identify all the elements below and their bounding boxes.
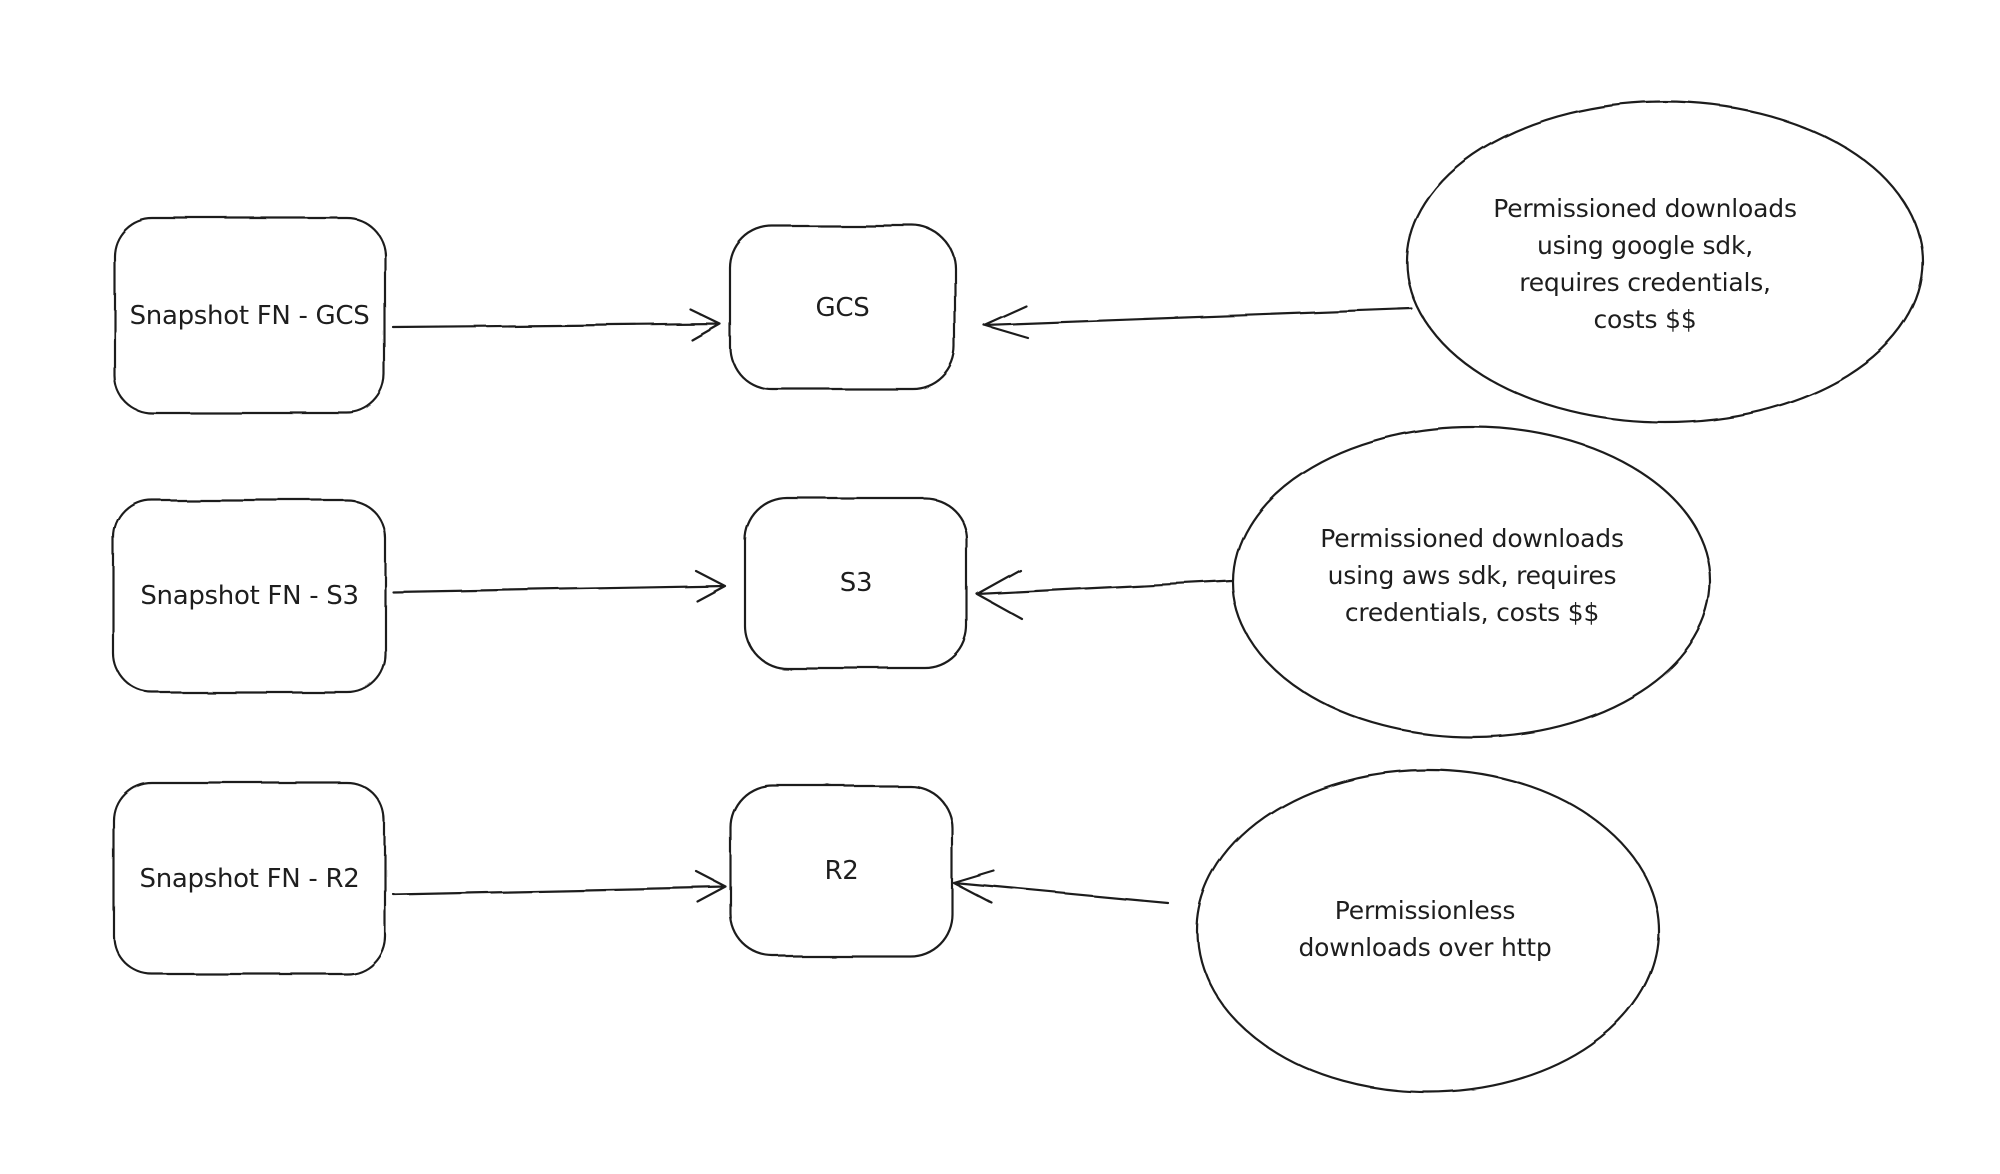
- arrow-note-to-gcs: [984, 306, 1412, 338]
- source-box-r2: [114, 783, 385, 974]
- note-ellipse-gcs: [1407, 102, 1923, 422]
- arrow-source-to-gcs: [393, 310, 720, 340]
- target-box-gcs: [730, 226, 955, 389]
- arrow-source-to-r2: [393, 872, 726, 902]
- source-box-gcs: [114, 218, 385, 413]
- target-box-s3: [745, 498, 967, 668]
- target-label-s3: S3: [839, 568, 873, 598]
- note-ellipse-r2: [1197, 770, 1659, 1092]
- source-label-s3: Snapshot FN - S3: [140, 581, 359, 611]
- target-label-r2: R2: [824, 856, 859, 886]
- note-text-r2: Permissionless downloads over http: [1298, 896, 1552, 962]
- source-label-r2: Snapshot FN - R2: [139, 863, 360, 894]
- source-box-s3: [114, 500, 385, 692]
- arrow-note-to-r2: [954, 871, 1168, 903]
- note-text-s3: Permissioned downloads using aws sdk, re…: [1320, 524, 1624, 627]
- arrow-note-to-s3: [977, 570, 1232, 619]
- arrow-source-to-s3: [393, 571, 725, 601]
- note-ellipse-s3: [1233, 427, 1711, 737]
- note-text-gcs: Permissioned downloads using google sdk,…: [1493, 194, 1797, 334]
- source-label-gcs: Snapshot FN - GCS: [129, 300, 370, 331]
- target-box-r2: [731, 786, 952, 956]
- target-label-gcs: GCS: [815, 292, 870, 323]
